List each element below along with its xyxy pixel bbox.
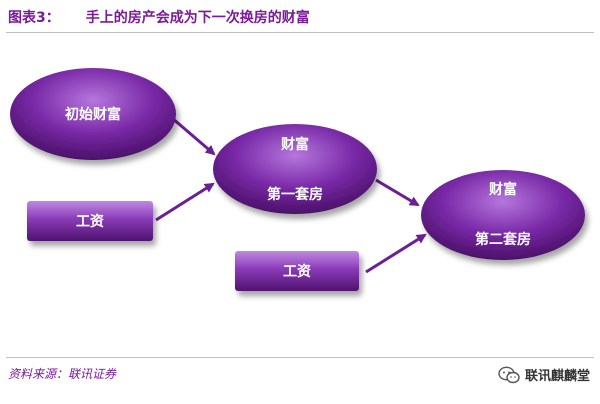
arrow-initial-to-first (171, 116, 216, 156)
bottom-divider (6, 357, 594, 358)
source-note: 资料来源：联讯证券 (8, 367, 117, 381)
node-first-house (213, 124, 377, 214)
watermark: 联讯麒麟堂 (498, 365, 590, 384)
node-initial-wealth-label: 初始财富 (65, 106, 121, 123)
node-salary-2 (235, 251, 359, 291)
arrow-salary2-to-second (365, 233, 427, 274)
arrow-first-to-second (375, 178, 420, 207)
figure-label: 图表3： (8, 10, 60, 26)
figure-title: 手上的房产会成为下一次换房的财富 (85, 10, 310, 26)
node-salary-1-label: 工资 (76, 213, 104, 230)
node-salary-2-label: 工资 (283, 263, 311, 280)
chart-title: 图表3： 手上的房产会成为下一次换房的财富 (8, 7, 310, 27)
arrow-salary1-to-first (155, 182, 215, 222)
node-first-house-label: 第一套房 (267, 186, 323, 203)
top-divider (6, 32, 594, 33)
node-second-house (421, 170, 585, 260)
node-salary-1 (27, 201, 153, 241)
node-second-house-label: 第二套房 (475, 231, 531, 248)
node-wealth-2-label: 财富 (488, 181, 517, 198)
watermark-text: 联讯麒麟堂 (524, 369, 590, 384)
node-wealth-1-label: 财富 (280, 136, 309, 153)
node-initial-wealth (10, 68, 176, 160)
wechat-icon (498, 366, 520, 383)
